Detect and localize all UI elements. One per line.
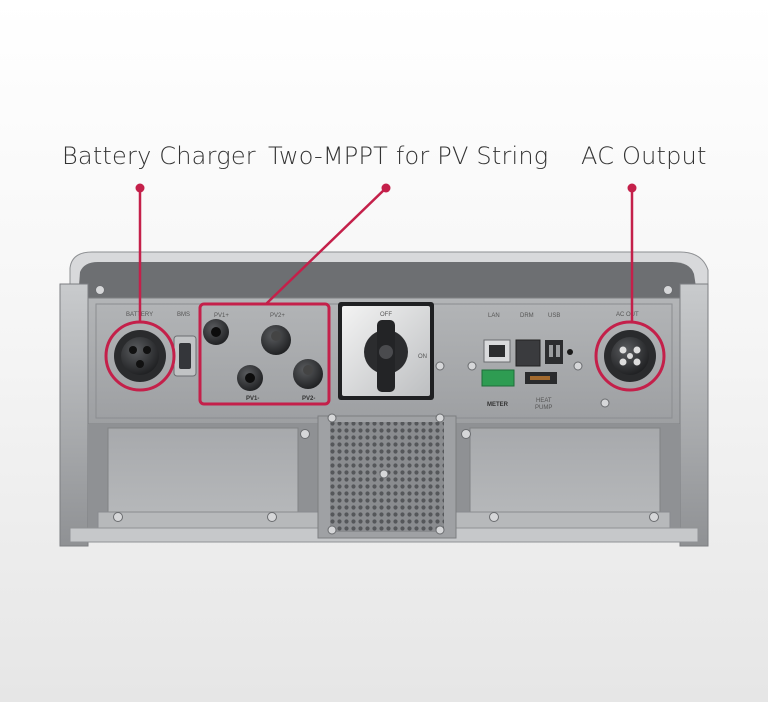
highlight-callouts [104, 187, 666, 406]
leader-dots [135, 183, 637, 193]
dc-switch [338, 302, 434, 400]
pv1-plus-label: PV1+ [214, 313, 229, 319]
pv2-plus-label: PV2+ [270, 313, 285, 319]
pv-connectors [203, 319, 323, 391]
switch-on-label: ON [418, 354, 427, 360]
battery-charger-callout: Battery Charger [62, 142, 256, 170]
screws [95, 285, 673, 535]
bms-port [173, 335, 197, 377]
usb-label: USB [548, 313, 560, 319]
ac-highlight-ring [594, 320, 666, 392]
heat-label: HEAT [536, 398, 552, 404]
two-mppt-callout: Two-MPPT for PV String [268, 142, 549, 170]
switch-off-label: OFF [380, 312, 392, 318]
meter-label: METER [487, 402, 509, 408]
pump-label: PUMP [535, 405, 552, 411]
comm-ports [481, 339, 573, 387]
ac-connector [604, 330, 656, 382]
housing-lid-inner [78, 262, 698, 300]
left-rail [59, 283, 89, 547]
lan-label: LAN [488, 313, 500, 319]
pv1-minus-label: PV1- [246, 396, 259, 402]
drm-label: DRM [520, 313, 534, 319]
mppt-highlight-box [198, 302, 331, 406]
bms-label: BMS [177, 312, 190, 318]
pv2-minus-label: PV2- [302, 396, 315, 402]
mppt-leader-line [265, 187, 387, 305]
battery-connector [114, 330, 166, 382]
ac-output-callout: AC Output [581, 142, 707, 170]
right-rail [679, 283, 709, 547]
ac-out-label: AC OUT [616, 312, 639, 318]
